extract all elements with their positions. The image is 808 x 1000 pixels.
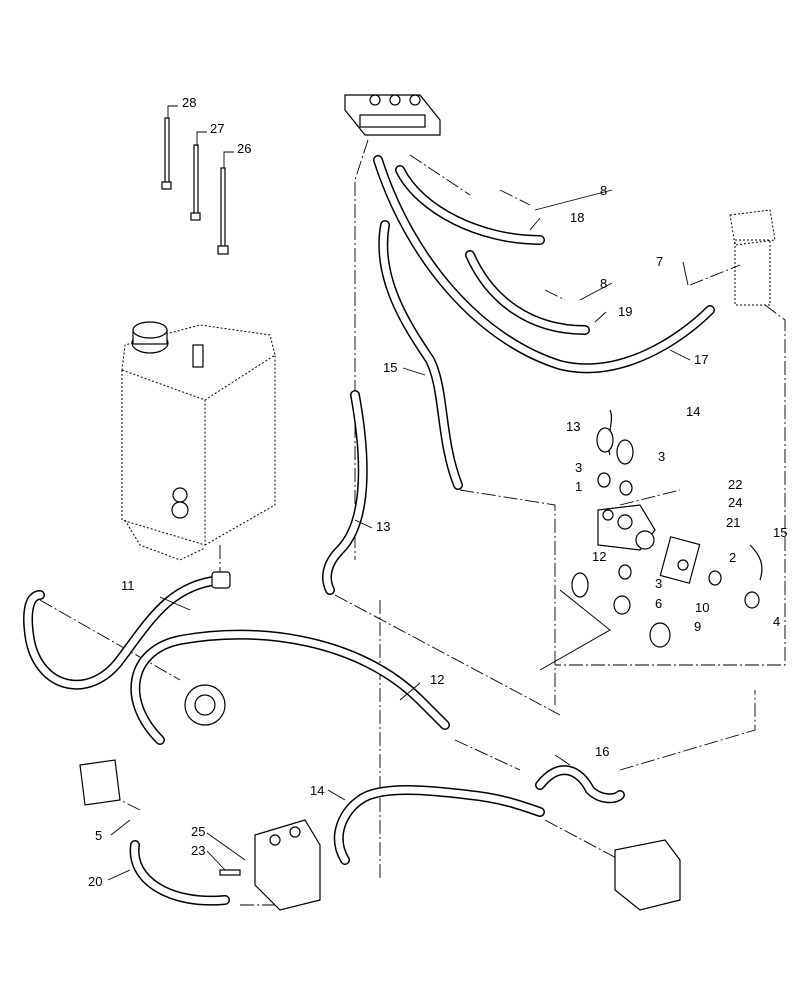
callout-3-c: 3 [655,576,662,591]
callout-13-lower: 13 [376,519,390,534]
hose-16 [535,765,625,804]
callout-9: 9 [694,619,701,634]
callout-12-right: 12 [592,549,606,564]
top-manifold [344,94,441,136]
callout-21: 21 [726,515,740,530]
callout-8-lower: 8 [600,276,607,291]
callout-28: 28 [182,95,196,110]
hose-17 [373,155,715,374]
hose-12 [130,629,450,745]
callout-26: 26 [237,141,251,156]
callout-23: 23 [191,843,205,858]
callout-24: 24 [728,495,742,510]
callout-14-lower: 14 [310,783,324,798]
callout-25: 25 [191,824,205,839]
callout-11: 11 [121,578,135,593]
callout-17: 17 [694,352,708,367]
filter-housing [729,209,776,306]
callout-15-left: 15 [383,360,397,375]
callout-8-upper: 8 [600,183,607,198]
hose-11 [23,571,231,690]
callout-22: 22 [728,477,742,492]
hose-20 [129,840,230,906]
callout-7: 7 [656,254,663,269]
callout-4: 4 [773,614,780,629]
hydraulic-tank [121,321,276,561]
callout-3-a: 3 [575,460,582,475]
valve-block [539,409,763,671]
hose-18-19 [395,165,590,335]
hose-13 [322,390,368,595]
callout-14-upper: 14 [686,404,700,419]
callout-20: 20 [88,874,102,889]
callout-18: 18 [570,210,584,225]
callout-5: 5 [95,828,102,843]
callout-16: 16 [595,744,609,759]
hose-14 [333,785,545,865]
callout-1: 1 [575,479,582,494]
cable-ties [161,105,234,255]
callout-19: 19 [618,304,632,319]
callout-6: 6 [655,596,662,611]
callout-2: 2 [729,550,736,565]
callout-13-upper: 13 [566,419,580,434]
callout-12-left: 12 [430,672,444,687]
callout-27: 27 [210,121,224,136]
leader-lines [107,189,691,881]
callout-15-right: 15 [773,525,787,540]
callout-10: 10 [695,600,709,615]
callout-labels: 28 27 26 8 18 7 8 19 15 17 13 14 3 3 22 … [88,95,787,889]
control-valve [79,759,681,911]
callout-3-b: 3 [658,449,665,464]
hose-15 [378,220,463,490]
